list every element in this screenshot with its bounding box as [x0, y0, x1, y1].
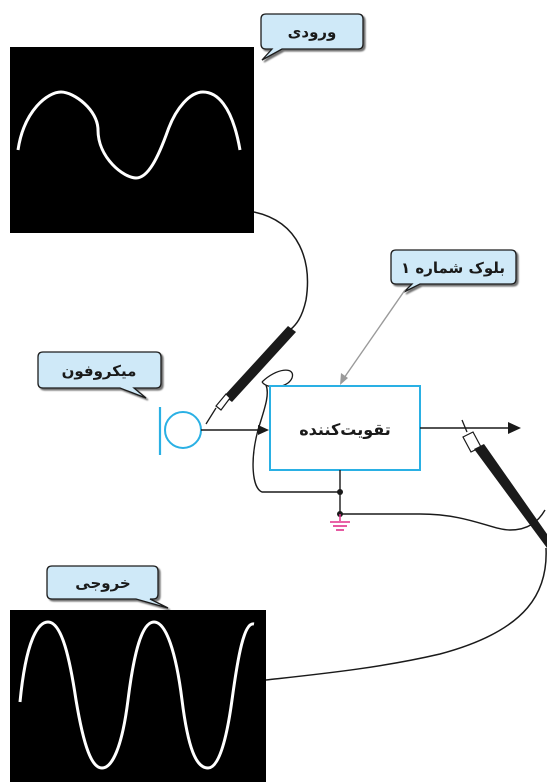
- output-probe-wire: [265, 547, 547, 681]
- input-label: ورودی: [288, 23, 337, 41]
- input-probe-wire: [253, 211, 309, 331]
- microphone-callout: میکروفون: [37, 351, 162, 399]
- input-callout: ورودی: [260, 13, 364, 61]
- output-screen: [10, 610, 266, 782]
- output-callout: خروجی: [46, 565, 169, 609]
- input-arrow-icon: [258, 425, 269, 435]
- output-arrow-icon: [508, 422, 521, 434]
- block-callout: بلوک شماره ۱: [390, 249, 517, 293]
- input-probe-icon: [205, 326, 296, 425]
- microphone-label: میکروفون: [62, 362, 137, 380]
- output-label: خروجی: [75, 574, 130, 592]
- microphone-icon: [158, 407, 202, 455]
- block-pointer-line: [343, 289, 406, 379]
- input-probe-clip: [261, 369, 294, 388]
- amplifier-label: تقویت‌کننده: [299, 420, 391, 439]
- block-label: بلوک شماره ۱: [401, 259, 505, 277]
- ground-icon: [330, 514, 350, 531]
- input-ground-wire: [252, 384, 340, 493]
- output-waveform: [18, 620, 255, 770]
- input-screen: [10, 47, 254, 233]
- output-probe-icon: [461, 419, 547, 548]
- block-pointer-arrow-icon: [340, 373, 348, 385]
- input-waveform: [16, 90, 242, 180]
- output-ground-wire: [340, 509, 546, 531]
